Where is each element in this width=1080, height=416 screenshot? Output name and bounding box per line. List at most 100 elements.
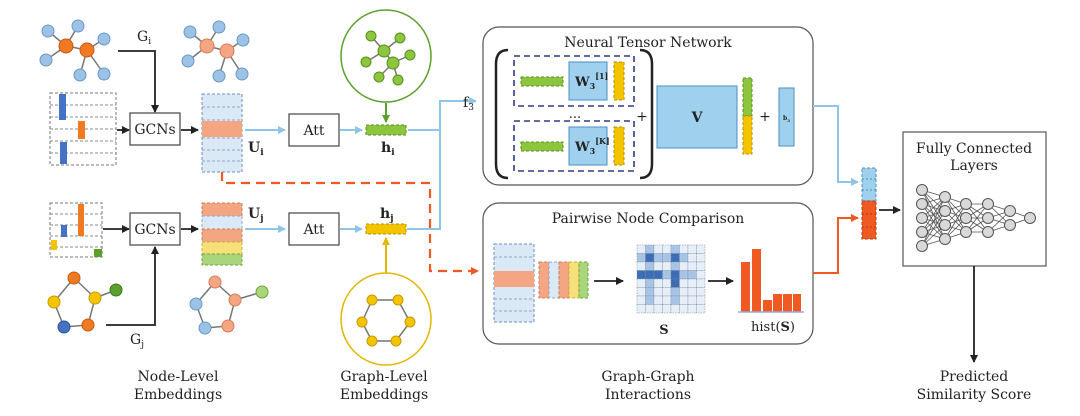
similarity-cell (653, 244, 663, 254)
feature-matrix-top (49, 92, 117, 166)
caption-predicted-1: Predicted (940, 369, 1009, 385)
caption-graph-level-2: Embeddings (340, 387, 428, 403)
similarity-cell (670, 287, 680, 297)
similarity-cell (687, 304, 697, 314)
similarity-cell (679, 244, 689, 254)
similarity-cell (679, 270, 689, 280)
att-block-top (288, 113, 340, 147)
similarity-cell (645, 244, 655, 254)
similarity-cell (645, 261, 655, 271)
graph-gi-label: Gi (137, 29, 151, 47)
caption-predicted-2: Similarity Score (917, 387, 1032, 403)
hi-label: hi (381, 140, 395, 158)
similarity-cell (687, 278, 697, 288)
fc-neuron (982, 198, 994, 210)
similarity-cell (636, 244, 646, 254)
gcn-top-label: GCNs (134, 122, 175, 138)
fc-neuron (939, 233, 951, 245)
similarity-cell (653, 278, 663, 288)
similarity-cell (670, 270, 680, 280)
fc-network-graphic (916, 184, 1036, 252)
node-embeddings-uj (201, 202, 243, 266)
fc-title-line-2: Layers (950, 158, 998, 174)
node-graph-top-embedded (181, 20, 250, 83)
fc-edge (921, 196, 946, 247)
feature-matrix-bottom (49, 202, 103, 258)
bias-label: b3 (783, 115, 790, 123)
similarity-cell (653, 287, 663, 297)
ntn-to-concat-arrow (813, 105, 859, 186)
histogram (738, 249, 804, 313)
similarity-cell (687, 244, 697, 254)
similarity-cell (636, 304, 646, 314)
caption-node-level-1: Node-Level (138, 369, 219, 385)
similarity-cell (670, 295, 680, 305)
similarity-cell (653, 270, 663, 280)
similarity-cell (662, 304, 672, 314)
caption-graph-graph-2: Interactions (605, 387, 691, 403)
hist-label: hist(S) (751, 320, 795, 335)
similarity-cell (696, 253, 706, 263)
node-embeddings-to-pnc-arrow (220, 172, 479, 275)
att-top-label: Att (302, 123, 324, 139)
similarity-cell (645, 304, 655, 314)
similarity-cell (679, 304, 689, 314)
similarity-cell (696, 270, 706, 280)
caption-graph-graph-1: Graph-Graph (601, 369, 694, 385)
similarity-cell (670, 244, 680, 254)
similarity-cell (687, 253, 697, 263)
v-label: V (691, 110, 704, 126)
caption-graph-level-1: Graph-Level (340, 369, 428, 385)
similarity-cell (696, 304, 706, 314)
graph-embedding-hj (365, 223, 407, 235)
w-top-label: W3[1] (574, 71, 608, 91)
caption-node-level-2: Embeddings (134, 387, 222, 403)
fc-title-line-1: Fully Connected (916, 141, 1032, 157)
graph-level-summary-bottom (340, 272, 432, 366)
node-graph-bottom-embedded (189, 275, 269, 335)
similarity-cell (696, 287, 706, 297)
similarity-cell (653, 304, 663, 314)
similarity-cell (687, 287, 697, 297)
similarity-cell (662, 261, 672, 271)
fc-neuron (939, 219, 951, 231)
similarity-cell (696, 295, 706, 305)
similarity-cell (696, 261, 706, 271)
similarity-cell (687, 270, 697, 280)
pnc-title: Pairwise Node Comparison (552, 211, 745, 227)
plus-sign-2: + (759, 109, 771, 125)
similarity-cell (662, 253, 672, 263)
similarity-cell (645, 295, 655, 305)
similarity-cell (696, 278, 706, 288)
neural-tensor-network-panel: Neural Tensor Network (482, 26, 814, 186)
similarity-cell (662, 270, 672, 280)
similarity-cell (645, 253, 655, 263)
gcn-block-bottom (129, 212, 181, 246)
fc-neuron (939, 191, 951, 203)
similarity-cell (636, 287, 646, 297)
fc-neuron (916, 212, 928, 224)
fc-neuron (916, 240, 928, 252)
fc-neuron (916, 184, 928, 196)
similarity-cell (670, 261, 680, 271)
similarity-cell (636, 278, 646, 288)
similarity-cell (662, 244, 672, 254)
hj-to-ntn-arrow (407, 131, 441, 230)
gi-to-gcn-arrow (118, 50, 159, 113)
node-embeddings-ui (201, 93, 243, 173)
fc-neuron (982, 226, 994, 238)
similarity-cell (679, 287, 689, 297)
similarity-cell (670, 278, 680, 288)
similarity-cell (662, 295, 672, 305)
similarity-cell (696, 244, 706, 254)
input-graph-gj (47, 271, 123, 334)
similarity-cell (653, 295, 663, 305)
input-graph-gi (39, 19, 111, 82)
similarity-cell (670, 253, 680, 263)
similarity-cell (662, 278, 672, 288)
similarity-cell (645, 278, 655, 288)
ntn-title: Neural Tensor Network (564, 35, 732, 51)
fc-neuron (916, 198, 928, 210)
similarity-cell (687, 295, 697, 305)
